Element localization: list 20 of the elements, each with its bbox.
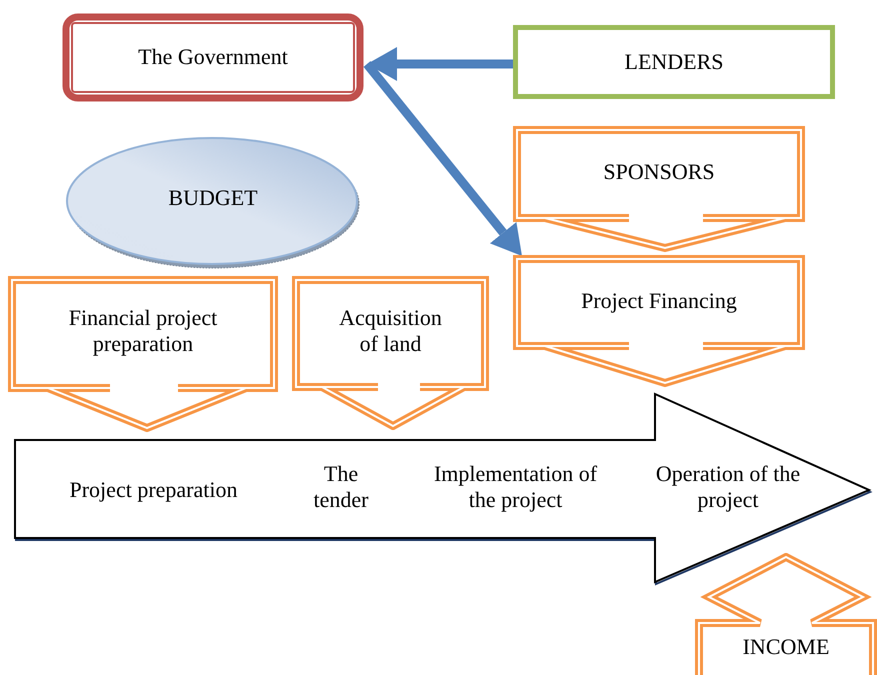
node-label: Financial project preparation [68, 304, 218, 358]
node-label: SPONSORS [603, 158, 715, 186]
up-arrow-callout [695, 553, 877, 675]
down-arrow-callout [292, 276, 489, 430]
node-label: Project Financing [581, 288, 737, 314]
node-label: INCOME [742, 634, 830, 660]
node-label: LENDERS [624, 48, 724, 76]
node-label: Implementation of the project [432, 460, 598, 514]
node-label: The Government [138, 44, 288, 71]
node-label: Acquisition of land [338, 304, 443, 358]
process-arrow [11, 390, 874, 586]
node-label: Project preparation [70, 476, 238, 504]
node-label: BUDGET [168, 184, 258, 212]
process-box [513, 25, 835, 99]
node-label: The tender [312, 460, 370, 514]
node-label: Operation of the project [654, 460, 802, 514]
rounded-box [62, 13, 364, 102]
down-arrow-callout [513, 126, 805, 252]
down-arrow-callout [513, 255, 805, 387]
down-arrow-callout [8, 276, 278, 432]
